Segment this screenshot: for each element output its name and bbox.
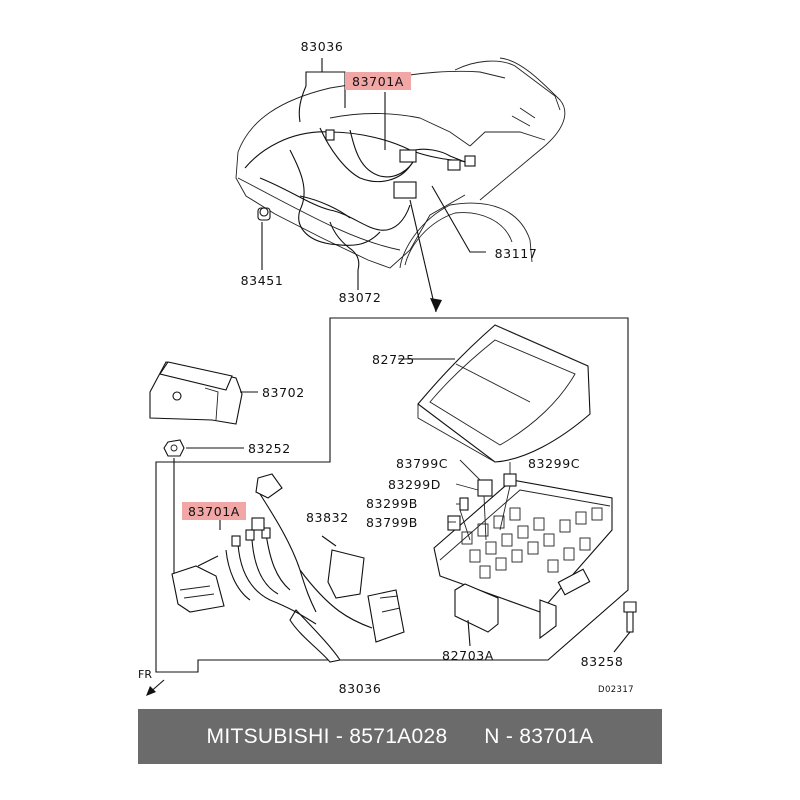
callout-83799c: 83799C <box>396 456 448 471</box>
callout-83258: 83258 <box>581 654 624 669</box>
callout-83451: 83451 <box>241 273 284 288</box>
front-arrow: FR <box>138 668 165 696</box>
lower-harness <box>171 473 405 663</box>
highlight-box-left <box>182 502 246 520</box>
footer-text: MITSUBISHI - 8571A028 N - 83701A <box>206 724 594 748</box>
drawing-code: D02317 <box>598 685 634 695</box>
detail-frame <box>155 317 629 673</box>
direction-label: FR <box>138 668 152 681</box>
callout-labels: 83036 83701A 83117 83451 83072 82725 837… <box>182 39 634 696</box>
callout-83072: 83072 <box>339 290 382 305</box>
callout-83702: 83702 <box>262 385 305 400</box>
callout-83299c: 83299C <box>528 456 580 471</box>
callout-83252: 83252 <box>248 441 291 456</box>
nut-part <box>163 439 244 576</box>
bracket-part <box>149 361 258 425</box>
fuse-box-body <box>433 459 613 647</box>
callout-83799b: 83799B <box>366 515 418 530</box>
callout-83299b: 83299B <box>366 496 418 511</box>
callout-82703a: 82703A <box>442 648 494 663</box>
callout-83117: 83117 <box>495 246 538 261</box>
fuse-box-cover <box>398 324 591 463</box>
callout-83832: 83832 <box>306 510 349 525</box>
leaders-top <box>261 58 486 313</box>
highlight-box-top <box>345 72 411 90</box>
bolt-part <box>613 601 637 653</box>
footer-banner: MITSUBISHI - 8571A028 N - 83701A <box>138 709 662 764</box>
callout-83299d: 83299D <box>388 477 441 492</box>
callout-83036-bottom: 83036 <box>339 681 382 696</box>
callout-83701a-left: 83701A <box>188 504 240 519</box>
callout-83036-top: 83036 <box>301 39 344 54</box>
vehicle-outline <box>235 57 566 269</box>
callout-83701a-top: 83701A <box>352 74 404 89</box>
callout-82725: 82725 <box>372 352 415 367</box>
engine-harness-top <box>244 71 476 271</box>
